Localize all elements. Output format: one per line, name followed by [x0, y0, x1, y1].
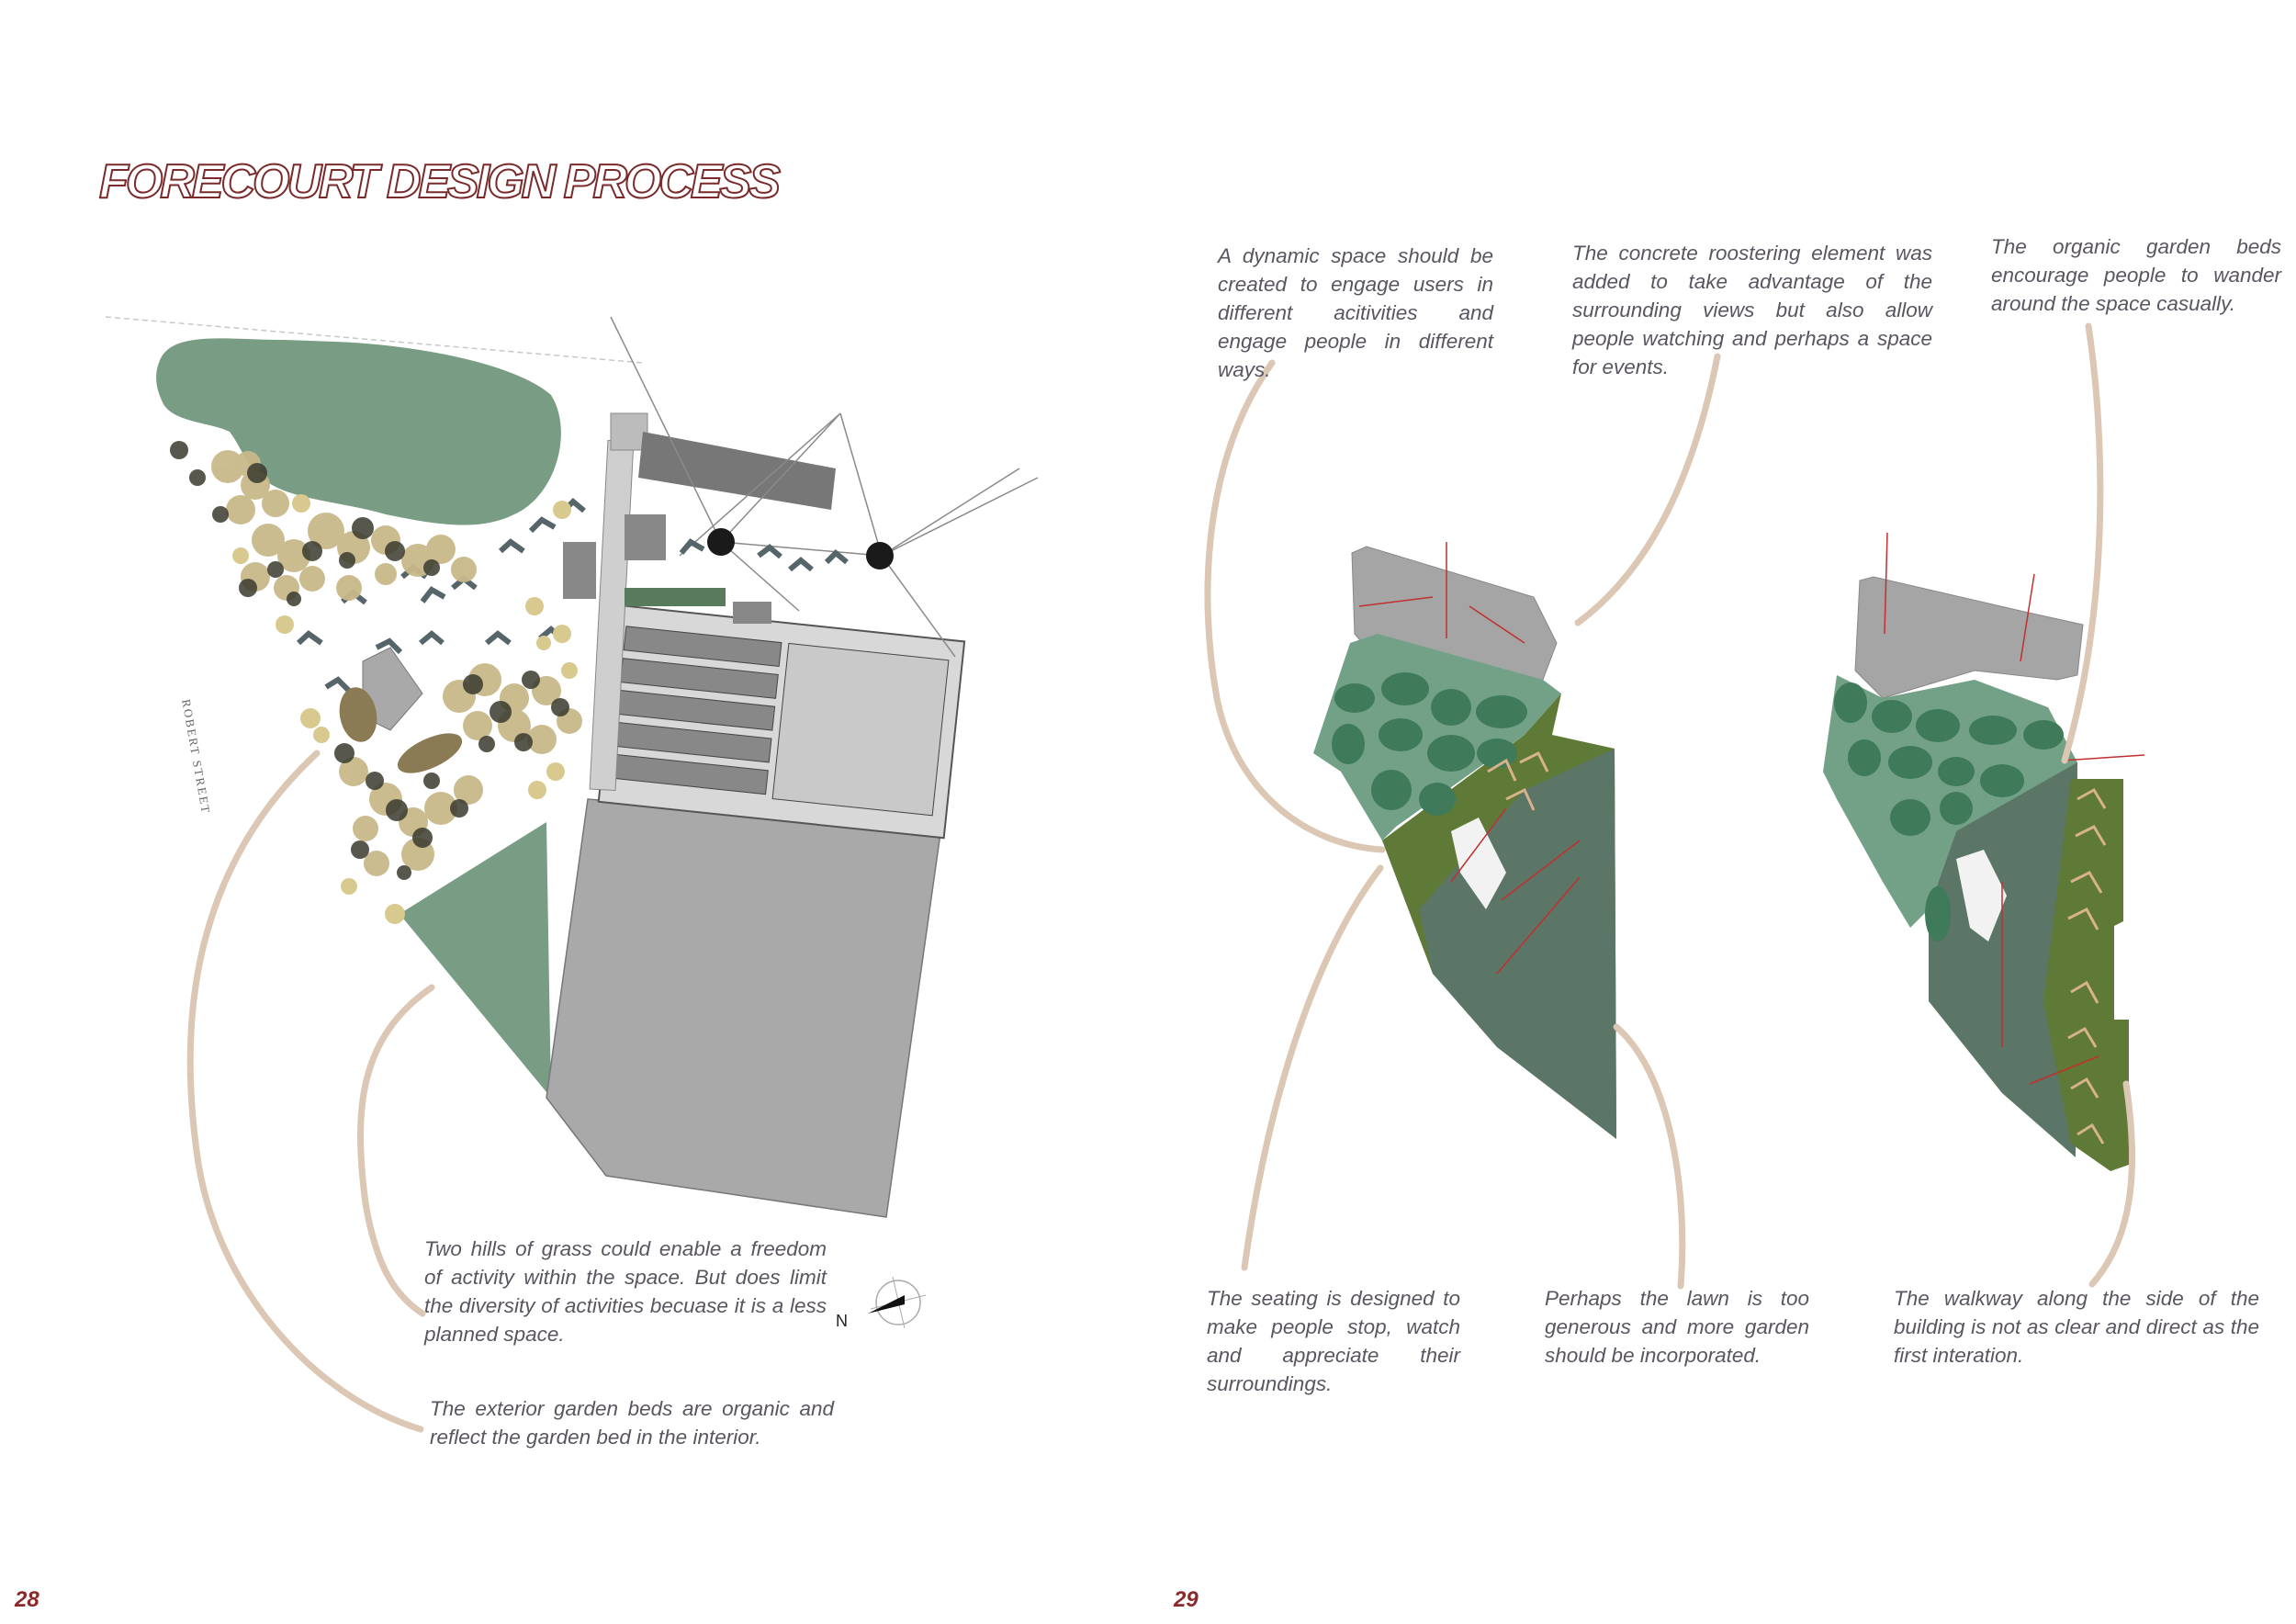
note-lawn: Perhaps the lawn is too generous and mor… [1545, 1287, 1809, 1367]
canopy-structure [610, 316, 1039, 658]
note-walkway: The walkway along the side of the buildi… [1894, 1287, 2259, 1367]
leader-organic [2061, 322, 2104, 764]
note-dynamic: A dynamic space should be created to eng… [1218, 244, 1493, 381]
interior-bars [609, 626, 950, 817]
lawn-hill-south [400, 822, 551, 1098]
seating-1 [1451, 818, 1506, 909]
site-plan [105, 316, 1039, 1329]
leader-walkway [2088, 1080, 2136, 1288]
note-concrete: The concrete roostering element was adde… [1572, 242, 1932, 378]
garden-beds [170, 441, 582, 924]
leader-seating [1241, 864, 1384, 1271]
seating-2 [1956, 850, 2007, 942]
left-page: FORECOURT DESIGN PROCESS Two hills of gr… [15, 154, 834, 1612]
page-number-left: 28 [15, 1587, 39, 1612]
page-title: FORECOURT DESIGN PROCESS [98, 154, 782, 209]
leader-lawn [1613, 1023, 1686, 1290]
annotation-leaders [186, 322, 2136, 1433]
option-two-plan [1823, 532, 2145, 1171]
olive-walkway-2 [2043, 779, 2129, 1171]
right-page: A dynamic space should be created to eng… [1148, 0, 2296, 1624]
leader-hills [357, 984, 435, 1317]
note-seating: The seating is designed to make people s… [1207, 1287, 1460, 1395]
lawn-zone-1 [1419, 749, 1616, 1139]
note-beds: The exterior garden beds are organic and… [430, 1397, 834, 1449]
site-boundary [105, 316, 644, 364]
leader-dynamic [1204, 359, 1386, 853]
canopy-mast-west [707, 528, 735, 556]
outbuilding [638, 432, 836, 510]
note-organic: The organic garden beds encourage people… [1991, 235, 2281, 315]
canopy-mast-east [866, 542, 894, 570]
leader-beds [186, 750, 424, 1433]
lawn-hill-north [156, 338, 561, 525]
north-arrow [868, 1276, 927, 1329]
concrete-roostering-2 [1854, 576, 2084, 699]
page-number-right: 29 [1174, 1587, 1199, 1612]
note-hills: Two hills of grass could enable a freedo… [424, 1237, 827, 1346]
leader-concrete [1574, 353, 1721, 626]
north-label: N [836, 1312, 848, 1330]
option-one-plan [1313, 542, 1616, 1139]
